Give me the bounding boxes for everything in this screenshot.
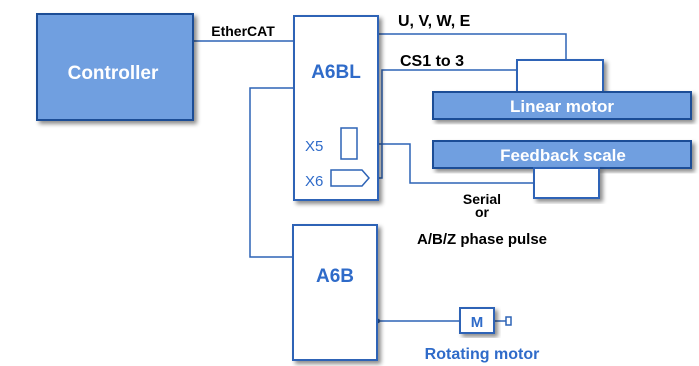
a6b-block: A6B [292,224,378,361]
cs-label: CS1 to 3 [400,53,464,70]
abz-label: A/B/Z phase pulse [417,231,547,248]
x5-port-label: X5 [305,138,323,155]
x6-connector [330,169,370,187]
uvwe-label: U, V, W, E [398,13,471,30]
rotating-motor-icon [459,307,495,334]
linear-motor-slider [516,59,604,93]
feedback-scale-group: Feedback scale [432,140,692,199]
serial-label: Serial [463,191,501,207]
x5-connector [340,127,358,160]
feedback-scale-label: Feedback scale [500,146,626,165]
feedback-scale-head [533,167,600,199]
controller-block: Controller [36,13,194,121]
linear-motor-bar [432,91,692,120]
ethercat-label: EtherCAT [211,23,275,39]
x6-port-label: X6 [305,173,323,190]
connection-lines [193,33,567,322]
x5-serial-line [357,143,534,184]
power-line-uvwe [378,33,567,60]
a6bl-a6b-link-line [249,87,296,258]
or-label: or [475,204,490,220]
controller-label: Controller [68,63,159,84]
linear-motor-group: Linear motor [432,59,692,120]
motor-symbol: M [471,314,484,331]
a6bl-block: A6BL X5 X6 [293,15,379,201]
rotating-motor-group: M Rotating motor [425,307,540,363]
connection-labels: EtherCAT U, V, W, E CS1 to 3 Serial or A… [211,13,547,248]
a6bl-label: A6BL [311,62,361,83]
linear-motor-label: Linear motor [510,97,614,116]
rotating-motor-label: Rotating motor [425,346,540,363]
a6b-label: A6B [316,266,354,287]
motor-shaft-end [505,316,512,326]
